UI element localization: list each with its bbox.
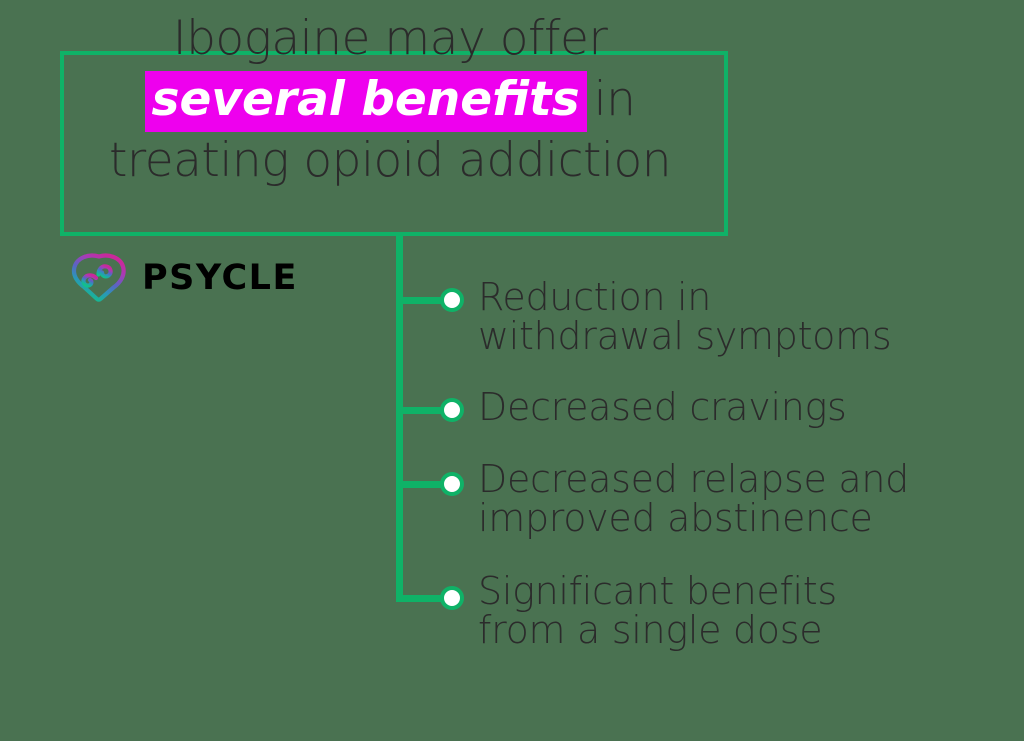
- benefit-item-1: Reduction in withdrawal symptoms: [478, 275, 892, 358]
- benefit-item-4-line-1: Significant benefits: [478, 569, 837, 613]
- title-line-2-suffix: in: [593, 72, 636, 128]
- title-highlight: several benefits: [144, 71, 587, 133]
- bullet-marker-3: [440, 472, 464, 496]
- logo-wordmark: PSYCLE: [142, 257, 298, 298]
- benefit-item-3: Decreased relapse and improved abstinenc…: [478, 460, 909, 538]
- benefit-item-1-line-2: withdrawal symptoms: [478, 313, 892, 358]
- benefit-item-4-line-2: from a single dose: [478, 607, 823, 652]
- tree-connector-4: [396, 595, 452, 602]
- bullet-marker-4: [440, 586, 464, 610]
- benefit-item-1-line-1: Reduction in: [478, 275, 712, 319]
- tree-connector-1: [396, 297, 452, 304]
- benefit-item-2: Decreased cravings: [478, 388, 847, 427]
- title-line-3: treating opioid addiction: [109, 133, 672, 189]
- tree-connector-3: [396, 481, 452, 488]
- brain-icon: [68, 250, 130, 306]
- brand-logo: PSYCLE: [68, 250, 298, 306]
- bullet-marker-2: [440, 398, 464, 422]
- benefit-item-4: Significant benefits from a single dose: [478, 572, 837, 650]
- bullet-marker-1: [440, 288, 464, 312]
- tree-connector-2: [396, 407, 452, 414]
- tree-spine: [396, 232, 403, 602]
- benefit-item-3-line-1: Decreased relapse and: [478, 457, 909, 501]
- title-line-1: Ibogaine may offer: [172, 11, 608, 66]
- title-box: [60, 51, 728, 236]
- benefit-item-2-line-1: Decreased cravings: [478, 385, 847, 429]
- benefit-item-3-line-2: improved abstinence: [478, 495, 873, 540]
